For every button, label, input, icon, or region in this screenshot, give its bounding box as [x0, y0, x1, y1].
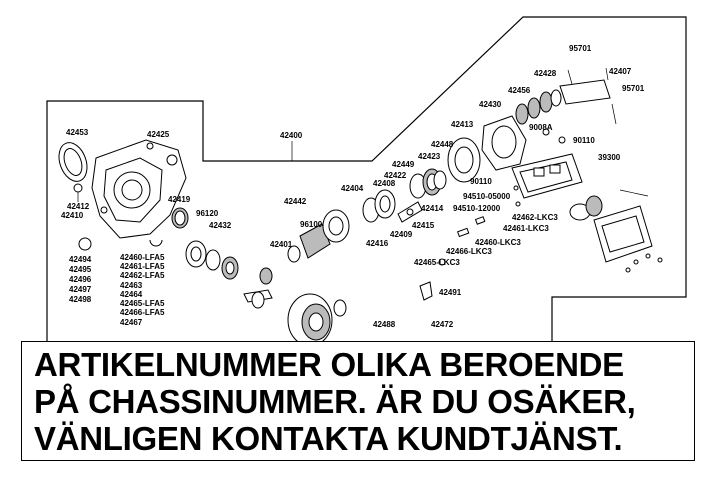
label-42425: 42425 — [147, 130, 170, 139]
label-42404: 42404 — [341, 184, 364, 193]
label-42462-lkc3: 42462-LKC3 — [512, 213, 558, 222]
list-b-item: 42467 — [120, 318, 143, 327]
label-42466-lkc3: 42466-LKC3 — [446, 247, 492, 256]
label-42419: 42419 — [168, 195, 191, 204]
list-b-item: 42465-LFA5 — [120, 299, 165, 308]
label-42422: 42422 — [384, 171, 407, 180]
seal-96120 — [171, 207, 189, 229]
label-42407: 42407 — [609, 67, 632, 76]
label-95701a: 95701 — [569, 44, 592, 53]
list-b-item: 42461-LFA5 — [120, 262, 165, 271]
label-94510-12000: 94510-12000 — [453, 204, 501, 213]
list-b-item: 42460-LFA5 — [120, 253, 165, 262]
label-42461-lkc3: 42461-LKC3 — [503, 224, 549, 233]
label-90110b: 90110 — [470, 177, 492, 186]
list-a-item: 42497 — [69, 285, 92, 294]
notice-line-3: VÄNLIGEN KONTAKTA KUNDTJÄNST. — [34, 420, 623, 457]
left-part-list-b: 42460-LFA5 42461-LFA5 42462-LFA5 42463 4… — [120, 253, 165, 327]
label-39300: 39300 — [598, 153, 621, 162]
part-42412 — [73, 183, 83, 202]
ring-gear-group — [185, 240, 347, 347]
clip-42460 — [149, 239, 163, 247]
label-42449: 42449 — [392, 160, 415, 169]
label-42453: 42453 — [66, 128, 89, 137]
list-b-item: 42463 — [120, 281, 143, 290]
label-96100: 96100 — [300, 220, 323, 229]
label-90110a: 90110 — [573, 136, 595, 145]
bearing-group — [362, 168, 447, 223]
label-94510-05000: 94510-05000 — [463, 192, 511, 201]
list-a-item: 42494 — [69, 255, 92, 264]
label-42409: 42409 — [390, 230, 413, 239]
label-9008A: 9008A — [529, 123, 553, 132]
notice-box: ARTIKELNUMMER OLIKA BEROENDE PÅ CHASSINU… — [21, 341, 695, 461]
label-42423: 42423 — [418, 152, 441, 161]
label-42412: 42412 — [67, 202, 90, 211]
label-42400: 42400 — [280, 131, 303, 140]
diagram-frame — [46, 16, 687, 341]
left-part-list-a: 42494 42495 42496 42497 42498 — [69, 255, 92, 304]
label-42465-lkc3: 42465-LKC3 — [414, 258, 460, 267]
label-42442: 42442 — [284, 197, 307, 206]
label-42432: 42432 — [209, 221, 232, 230]
pinion-group — [287, 209, 350, 263]
label-42415: 42415 — [412, 221, 435, 230]
differential-housing — [91, 139, 187, 239]
label-42410: 42410 — [61, 211, 84, 220]
label-42413: 42413 — [451, 120, 474, 129]
label-95701b: 95701 — [622, 84, 645, 93]
label-42460-lkc3: 42460-LKC3 — [475, 238, 521, 247]
label-42428: 42428 — [534, 69, 557, 78]
label-42416: 42416 — [366, 239, 389, 248]
label-42414: 42414 — [421, 204, 444, 213]
label-42408: 42408 — [373, 179, 396, 188]
label-42491: 42491 — [439, 288, 462, 297]
label-42448: 42448 — [431, 140, 454, 149]
list-a-item: 42498 — [69, 295, 92, 304]
motor-cover-group — [447, 67, 617, 183]
list-b-item: 42462-LFA5 — [120, 271, 165, 280]
label-42456: 42456 — [508, 86, 531, 95]
o-ring-42494 — [78, 237, 92, 251]
label-96120: 96120 — [196, 209, 219, 218]
list-b-item: 42464 — [120, 290, 143, 299]
list-b-item: 42466-LFA5 — [120, 308, 165, 317]
notice-line-1: ARTIKELNUMMER OLIKA BEROENDE — [34, 346, 624, 383]
notice-line-2: PÅ CHASSINUMMER. ÄR DU OSÄKER, — [34, 383, 636, 420]
label-42472: 42472 — [431, 320, 454, 329]
seal-42453 — [58, 142, 88, 182]
label-42430: 42430 — [479, 100, 502, 109]
hardware-bits — [419, 185, 521, 301]
actuator-module-39300 — [511, 153, 663, 273]
label-42488: 42488 — [373, 320, 396, 329]
list-a-item: 42496 — [69, 275, 92, 284]
list-a-item: 42495 — [69, 265, 92, 274]
label-42401: 42401 — [270, 240, 293, 249]
